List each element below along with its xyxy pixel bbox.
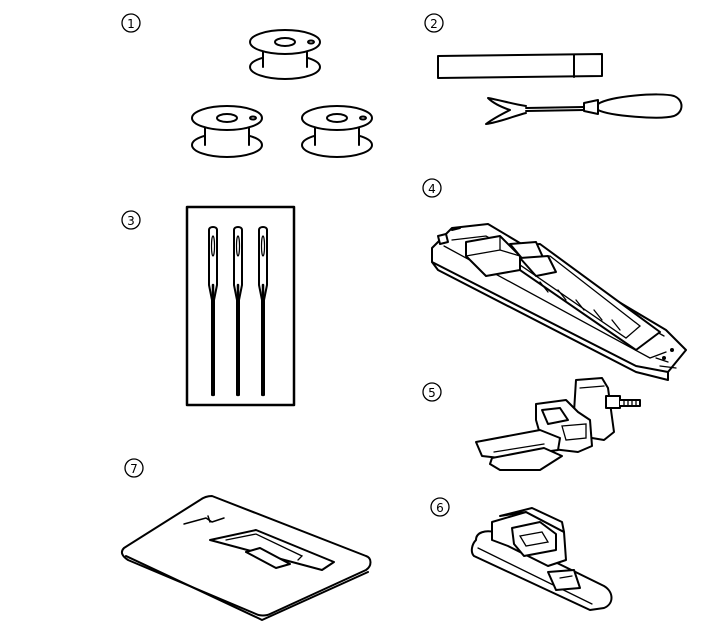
needles-icon [185, 205, 296, 407]
label-circle-1 [121, 13, 141, 33]
label-circle-2 [424, 13, 444, 33]
label-circle-5 [422, 382, 442, 402]
label-2: 2 [430, 17, 438, 31]
label-1: 1 [127, 17, 135, 31]
bobbin-left [191, 105, 263, 158]
label-circle-3 [121, 210, 141, 230]
bobbins-icon [191, 29, 373, 158]
label-circle-4 [422, 178, 442, 198]
label-6: 6 [436, 501, 444, 515]
bobbin-top [249, 29, 321, 80]
seam-ripper-icon [485, 93, 683, 125]
needle-plate-icon [120, 495, 372, 621]
needle-1 [208, 226, 218, 397]
label-circle-6 [430, 497, 450, 517]
bobbin-right [301, 105, 373, 158]
label-7: 7 [130, 462, 138, 476]
cleaning-brush-icon [437, 53, 603, 79]
needle-2 [233, 226, 243, 397]
label-4: 4 [428, 182, 436, 196]
label-circle-7 [124, 458, 144, 478]
needle-3 [258, 226, 268, 397]
label-5: 5 [428, 386, 436, 400]
presser-foot-icon [470, 507, 613, 611]
label-3: 3 [127, 214, 135, 228]
zipper-foot-icon [475, 377, 641, 471]
buttonhole-foot-icon [431, 223, 687, 381]
